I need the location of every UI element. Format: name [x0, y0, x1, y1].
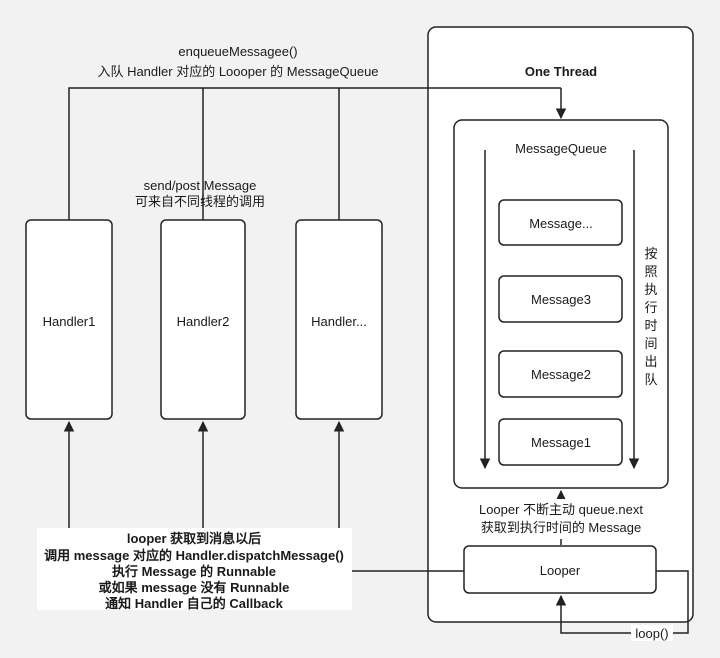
enqueue-method-label: enqueueMessagee()	[178, 44, 297, 59]
dequeue-char: 照	[644, 264, 657, 279]
dequeue-char: 出	[644, 354, 657, 369]
handler-label-2: Handler2	[177, 314, 230, 329]
handler-box-1: Handler1	[25, 219, 113, 420]
message-box-2: Message2	[498, 350, 623, 398]
loop-label-bg	[631, 625, 673, 641]
dispatch-line: 调用 message 对应的 Handler.dispatchMessage()	[44, 548, 344, 563]
looper-label: Looper	[540, 563, 581, 578]
message-label-2: Message2	[531, 367, 591, 382]
dispatch-connectors	[63, 420, 464, 572]
dequeue-order-label: 按 照 执 行 时 间 出 队	[644, 246, 657, 387]
handler-label-1: Handler1	[43, 314, 96, 329]
dispatch-line: 或如果 message 没有 Runnable	[99, 580, 290, 595]
send-post-description: 可来自不同线程的调用	[135, 194, 265, 209]
message-box-3: Message3	[498, 275, 623, 323]
message-box-1: Message1	[498, 418, 623, 466]
dequeue-char: 间	[644, 336, 657, 351]
loop-label: loop()	[635, 626, 668, 641]
enqueue-description-label: 入队 Handler 对应的 Loooper 的 MessageQueue	[97, 64, 378, 79]
handler-label-3: Handler...	[311, 314, 367, 329]
message-queue-title: MessageQueue	[515, 141, 607, 156]
dispatch-line: 执行 Message 的 Runnable	[112, 564, 276, 579]
handler-box-3: Handler...	[295, 219, 383, 420]
looper-next-label: Looper 不断主动 queue.next	[479, 502, 643, 517]
looper-next-description: 获取到执行时间的 Message	[481, 520, 641, 535]
dispatch-line: 通知 Handler 自己的 Callback	[105, 596, 283, 611]
loop-arrow	[555, 570, 689, 634]
handler-box-2: Handler2	[160, 219, 246, 420]
dequeue-char: 时	[644, 318, 657, 333]
message-label-4: Message...	[529, 216, 593, 231]
looper-next-label-bg	[468, 499, 654, 539]
dequeue-char: 行	[644, 300, 657, 315]
send-post-label: send/post Message	[144, 178, 257, 193]
thread-title: One Thread	[525, 64, 597, 79]
dispatch-line: looper 获取到消息以后	[127, 531, 261, 546]
dispatch-label-bg	[37, 528, 352, 610]
dequeue-char: 队	[644, 372, 657, 387]
message-label-1: Message1	[531, 435, 591, 450]
looper-box: Looper	[463, 545, 657, 594]
message-box-4: Message...	[498, 199, 623, 246]
enqueue-connectors	[68, 87, 567, 220]
dequeue-char: 执	[644, 282, 657, 297]
dispatch-description: looper 获取到消息以后 调用 message 对应的 Handler.di…	[44, 531, 344, 611]
dequeue-char: 按	[644, 246, 657, 261]
message-label-3: Message3	[531, 292, 591, 307]
